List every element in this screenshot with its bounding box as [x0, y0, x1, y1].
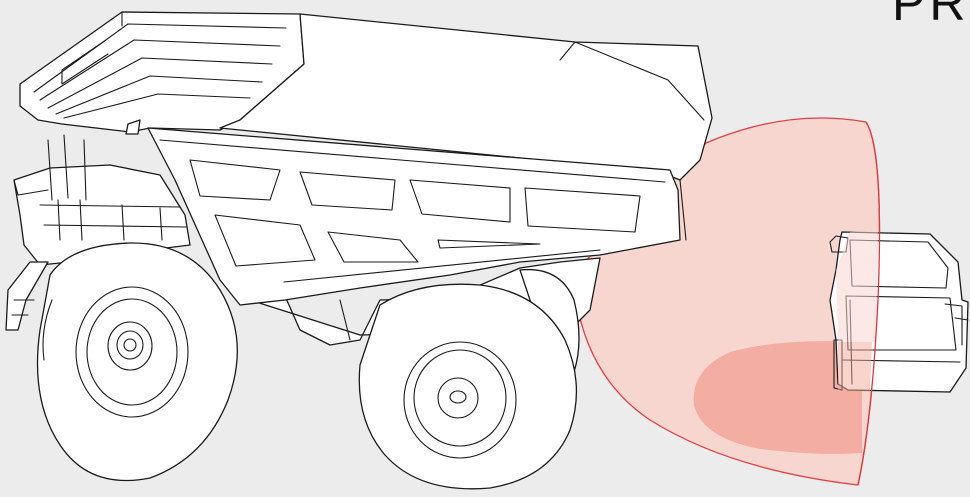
haul-truck: [6, 12, 712, 489]
pickup-truck: [830, 230, 968, 392]
front-wheel: [38, 243, 238, 481]
rear-wheel: [359, 284, 576, 489]
